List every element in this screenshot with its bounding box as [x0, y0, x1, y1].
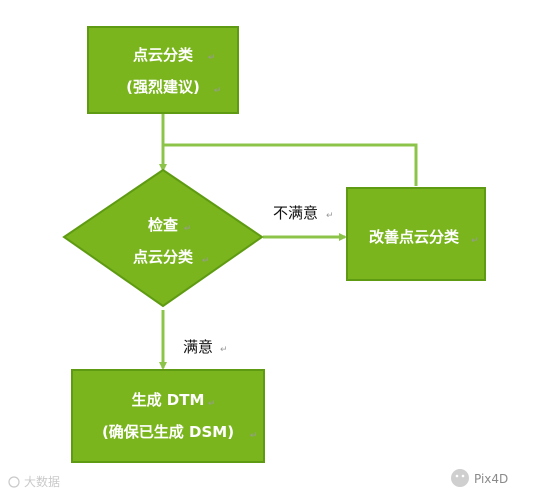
watermark-right-text: Pix4D — [474, 472, 508, 486]
paragraph-mark: ↵ — [214, 86, 222, 96]
paragraph-mark: ↵ — [208, 399, 216, 409]
node-check-line2: 点云分类 — [133, 248, 194, 266]
paragraph-mark: ↵ — [326, 211, 334, 221]
paragraph-mark: ↵ — [471, 236, 479, 246]
node-generate-dtm: 生成 DTM ↵ (确保已生成 DSM) ↵ — [71, 369, 265, 463]
arrow-improve-loop-back — [163, 143, 418, 186]
node-classify-line1: 点云分类 — [133, 46, 194, 64]
wechat-logo-icon — [451, 469, 469, 487]
node-classify-line2: (强烈建议) — [126, 78, 200, 96]
edge-label-satisfied: 满意 — [183, 338, 213, 356]
paragraph-mark: ↵ — [208, 53, 216, 63]
node-check-classification: 检查 ↵ 点云分类 ↵ — [62, 168, 264, 308]
node-check-line1: 检查 — [148, 216, 179, 234]
node-improve-label: 改善点云分类 — [369, 228, 460, 246]
paragraph-mark: ↵ — [202, 256, 210, 266]
paragraph-mark: ↵ — [220, 345, 228, 355]
node-improve-classification: 改善点云分类 ↵ — [346, 187, 486, 281]
watermark-logo-icon — [8, 476, 20, 488]
watermark-right: Pix4D — [451, 469, 508, 487]
paragraph-mark: ↵ — [184, 224, 192, 234]
node-generate-line2: (确保已生成 DSM) — [102, 423, 234, 441]
node-generate-line1: 生成 DTM — [132, 391, 205, 409]
watermark-left-text: 大数据 — [24, 474, 60, 489]
edge-label-not-satisfied: 不满意 — [273, 204, 318, 222]
paragraph-mark: ↵ — [250, 431, 258, 441]
watermark-left: 大数据 — [8, 474, 60, 489]
node-point-cloud-classification: 点云分类 ↵ (强烈建议) ↵ — [87, 26, 239, 114]
